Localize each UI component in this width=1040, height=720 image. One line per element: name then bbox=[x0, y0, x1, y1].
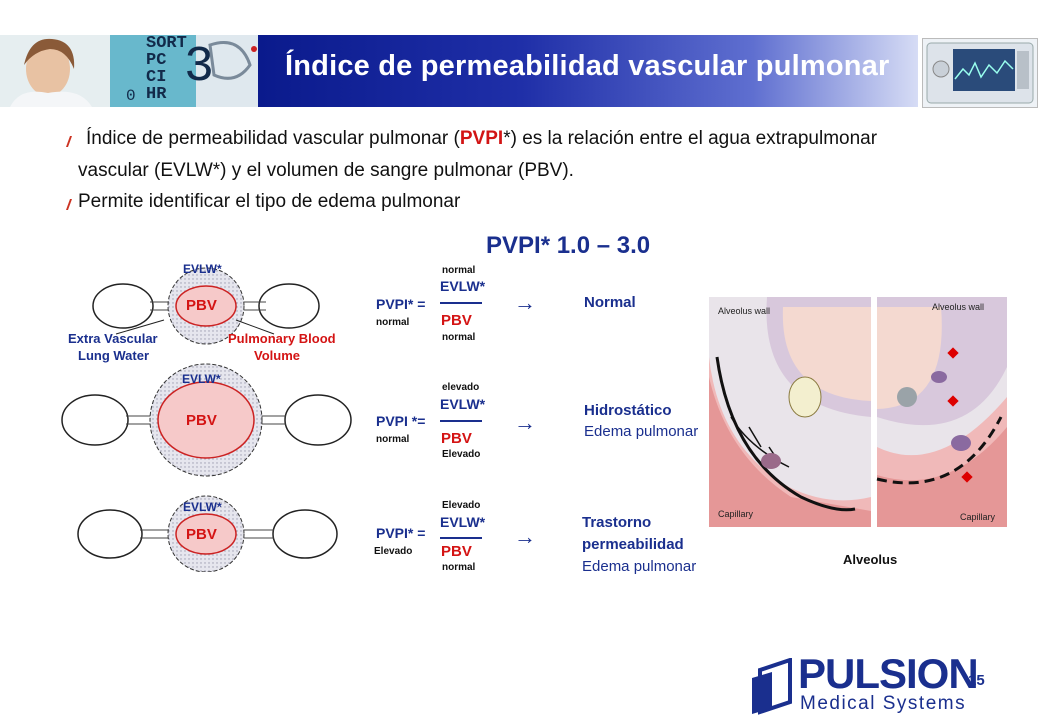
formula-numerator: EVLW* bbox=[440, 278, 486, 294]
formula-lhs-sub: normal bbox=[376, 317, 410, 328]
capillary-right-label: Capillary bbox=[960, 512, 996, 522]
alveolus-illustration bbox=[709, 297, 1007, 527]
extra-vascular-line-1: Extra Vascular bbox=[68, 331, 158, 346]
page-title: Índice de permeabilidad vascular pulmona… bbox=[285, 50, 890, 82]
circle-row-permeability bbox=[77, 495, 338, 572]
bullet-2: Permite identificar el tipo de edema pul… bbox=[78, 191, 461, 212]
monitor-digit-small: 0 bbox=[126, 87, 136, 105]
fraction-line bbox=[440, 302, 482, 304]
monitor-label-pc: PC bbox=[146, 51, 167, 70]
formula-lhs-sub: normal bbox=[376, 434, 410, 445]
arrow-right-icon: → bbox=[514, 524, 536, 549]
bullet-1-line-1: Índice de permeabilidad vascular pulmona… bbox=[86, 125, 877, 153]
header-photo: SORT PC CI HR 3 0 bbox=[0, 35, 258, 107]
result-hydrostatic: Hidrostático bbox=[584, 402, 672, 419]
formula-lhs: PVPI* = bbox=[376, 525, 426, 541]
result-trastorno: Trastorno bbox=[582, 514, 652, 531]
pulmonary-blood-line-1: Pulmonary Blood bbox=[228, 331, 336, 346]
formula-denominator: PBV bbox=[441, 543, 472, 560]
bullet-icon bbox=[65, 136, 79, 147]
monitor-label-hr: HR bbox=[146, 85, 167, 104]
monitor-digit-large: 3 bbox=[184, 39, 215, 96]
pulsion-logo-icon bbox=[752, 658, 792, 715]
bullet-1-line-2: vascular (EVLW*) y el volumen de sangre … bbox=[78, 160, 574, 181]
formula-den-sub: normal bbox=[442, 562, 476, 573]
circle-row-hydrostatic bbox=[61, 363, 352, 477]
header-bar bbox=[258, 35, 918, 107]
result-normal: Normal bbox=[584, 294, 636, 311]
pulsion-logo-subtitle: Medical Systems bbox=[800, 693, 967, 714]
extra-vascular-label: Extra Vascular Lung Water bbox=[68, 330, 158, 364]
pulmonary-blood-line-2: Volume bbox=[254, 348, 300, 363]
result-permeabilidad: permeabilidad bbox=[582, 536, 684, 553]
pvpi-highlight: PVPI bbox=[459, 128, 504, 149]
circle-evlw-label: EVLW* bbox=[183, 500, 222, 514]
formula-denominator: PBV bbox=[441, 430, 472, 447]
pulsion-logo-text: PULSION bbox=[798, 650, 979, 697]
formula-lhs: PVPI* = bbox=[376, 296, 426, 312]
formula-lhs: PVPI *= bbox=[376, 413, 426, 429]
formula-num-top: Elevado bbox=[442, 500, 481, 511]
formula-den-sub: normal bbox=[442, 332, 476, 343]
monitor-label-sort: SORT bbox=[146, 35, 187, 53]
circle-pbv-label: PBV bbox=[186, 526, 217, 543]
bullet-icon bbox=[65, 199, 79, 210]
formula-numerator: EVLW* bbox=[440, 514, 486, 530]
page-number: 15 bbox=[968, 672, 985, 689]
formula-num-top: normal bbox=[442, 265, 476, 276]
fraction-line bbox=[440, 420, 482, 422]
formula-lhs-sub: Elevado bbox=[374, 546, 413, 557]
formula-denominator: PBV bbox=[441, 312, 472, 329]
capillary-left-label: Capillary bbox=[718, 509, 754, 519]
bullet-1-text: Índice de permeabilidad vascular pulmona… bbox=[86, 128, 460, 149]
extra-vascular-line-2: Lung Water bbox=[78, 348, 150, 363]
result-edema: Edema pulmonar bbox=[582, 558, 697, 575]
circle-evlw-label: EVLW* bbox=[182, 372, 221, 386]
doctor-monitor-image bbox=[0, 35, 258, 107]
pulmonary-blood-label: Pulmonary Blood Volume bbox=[228, 330, 336, 364]
formula-num-top: elevado bbox=[442, 382, 480, 393]
alveolus-wall-right-label: Alveolus wall bbox=[932, 302, 985, 312]
alveolus-caption: Alveolus bbox=[843, 552, 898, 567]
formula-numerator: EVLW* bbox=[440, 396, 486, 412]
device-image bbox=[922, 38, 1038, 108]
circle-row-normal bbox=[92, 267, 320, 345]
alveolus-wall-left-label: Alveolus wall bbox=[718, 306, 771, 316]
arrow-right-icon: → bbox=[514, 290, 536, 315]
result-edema: Edema pulmonar bbox=[584, 423, 699, 440]
circle-pbv-label: PBV bbox=[186, 412, 217, 429]
circle-pbv-label: PBV bbox=[186, 297, 217, 314]
pvpi-range-title: PVPI* 1.0 – 3.0 bbox=[486, 232, 651, 259]
monitor-label-ci: CI bbox=[146, 68, 167, 87]
formula-den-sub: Elevado bbox=[442, 449, 481, 460]
circle-evlw-label: EVLW* bbox=[183, 262, 222, 276]
lung-circle-diagrams bbox=[61, 267, 352, 572]
bullet-1-text-end: *) es la relación entre el agua extrapul… bbox=[503, 128, 878, 149]
fraction-line bbox=[440, 537, 482, 539]
arrow-right-icon: → bbox=[514, 410, 536, 435]
